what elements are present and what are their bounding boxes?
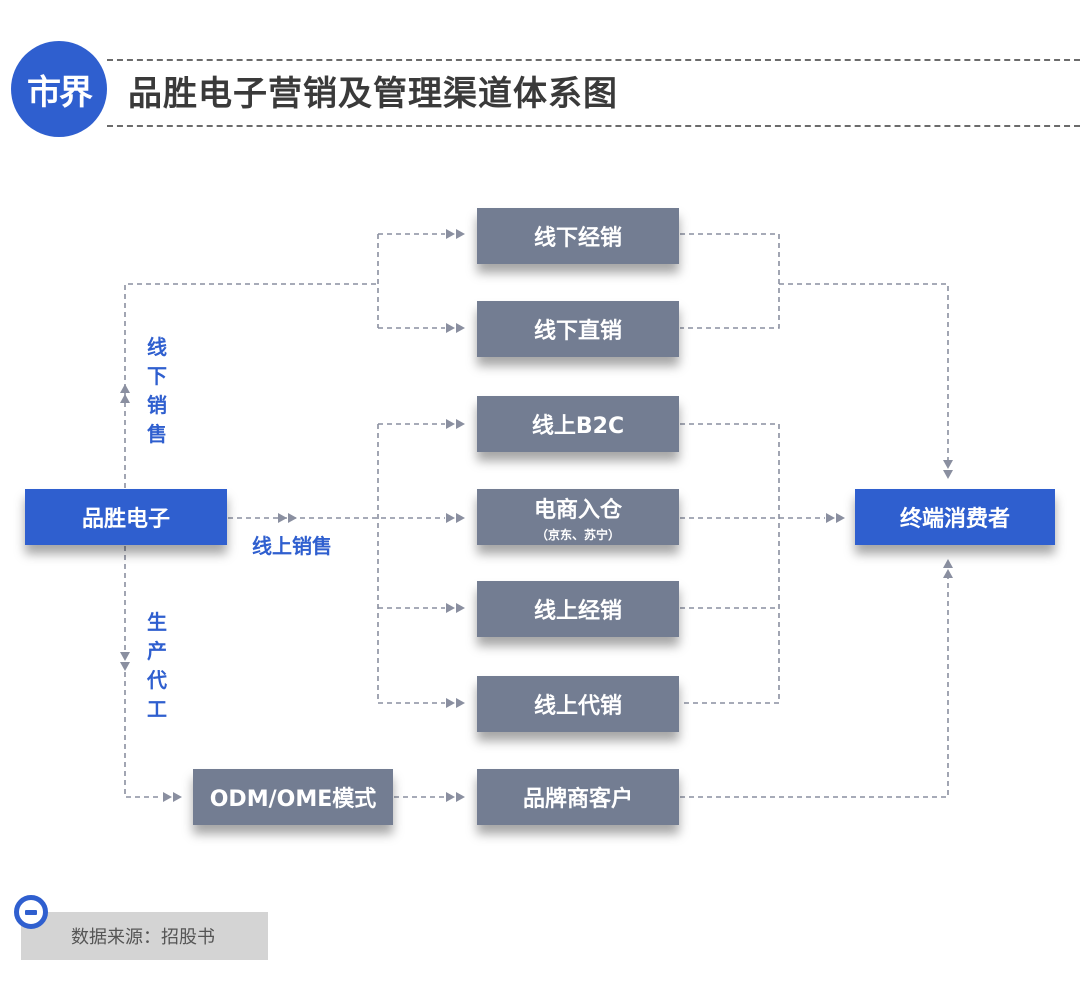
node-online-consignment-label: 线上代销: [533, 694, 622, 719]
arrow-icon: [120, 652, 130, 671]
node-company: 品胜电子: [25, 489, 227, 545]
node-brand-clients: 品牌商客户: [477, 769, 679, 825]
source-icon: [14, 895, 48, 929]
edge-label-oem-production: 生产代工: [147, 610, 167, 721]
connector-online-merge: [680, 423, 780, 704]
source-note: 数据来源：招股书: [21, 912, 268, 960]
node-ecommerce-warehouse: 电商入仓 （京东、苏宁）: [477, 489, 679, 545]
page-title: 品胜电子营销及管理渠道体系图: [128, 74, 618, 114]
node-online-consignment: 线上代销: [477, 676, 679, 732]
arrow-icon: [943, 559, 953, 578]
arrow-icon: [446, 323, 465, 333]
node-offline-distribution: 线下经销: [477, 208, 679, 264]
arrow-icon: [278, 513, 297, 523]
arrow-icon: [446, 792, 465, 802]
connector-oem-trunk: [124, 546, 162, 798]
edge-label-offline-sales: 线下销售: [147, 335, 167, 446]
node-consumers: 终端消费者: [855, 489, 1055, 545]
arrow-icon: [446, 419, 465, 429]
arrow-icon: [446, 698, 465, 708]
arrow-icon: [120, 384, 130, 403]
brand-logo: 市界: [11, 41, 107, 137]
node-offline-direct-label: 线下直销: [533, 319, 622, 344]
edge-label-online-sales: 线上销售: [252, 534, 332, 558]
arrow-icon: [446, 229, 465, 239]
node-offline-direct: 线下直销: [477, 301, 679, 357]
connector-offline-trunk: [124, 283, 378, 488]
node-consumers-label: 终端消费者: [899, 507, 1010, 532]
header-divider-top: [107, 59, 1080, 61]
arrow-icon: [446, 513, 465, 523]
connector-brand-to-consumer: [680, 578, 949, 798]
node-online-b2c-label: 线上B2C: [531, 414, 625, 439]
arrow-icon: [163, 792, 182, 802]
arrow-icon: [826, 513, 845, 523]
connector-offline-to-consumer: [779, 283, 949, 460]
source-text: 数据来源：招股书: [71, 927, 215, 948]
connector-offline-merge: [680, 233, 780, 329]
node-offline-distribution-label: 线下经销: [533, 226, 622, 251]
node-online-distribution-label: 线上经销: [533, 599, 622, 624]
arrow-icon: [943, 460, 953, 479]
arrow-heads: [120, 229, 953, 802]
node-company-label: 品胜电子: [81, 507, 170, 532]
node-online-b2c: 线上B2C: [477, 396, 679, 452]
node-ecommerce-warehouse-label: 电商入仓: [533, 497, 622, 523]
arrow-icon: [446, 603, 465, 613]
node-online-distribution: 线上经销: [477, 581, 679, 637]
header-divider-bottom: [107, 125, 1080, 127]
node-ecommerce-warehouse-note: （京东、苏宁）: [535, 527, 620, 542]
node-brand-clients-label: 品牌商客户: [522, 787, 633, 812]
node-odm-mode: ODM/OME模式: [193, 769, 393, 825]
node-odm-mode-label: ODM/OME模式: [209, 787, 377, 812]
